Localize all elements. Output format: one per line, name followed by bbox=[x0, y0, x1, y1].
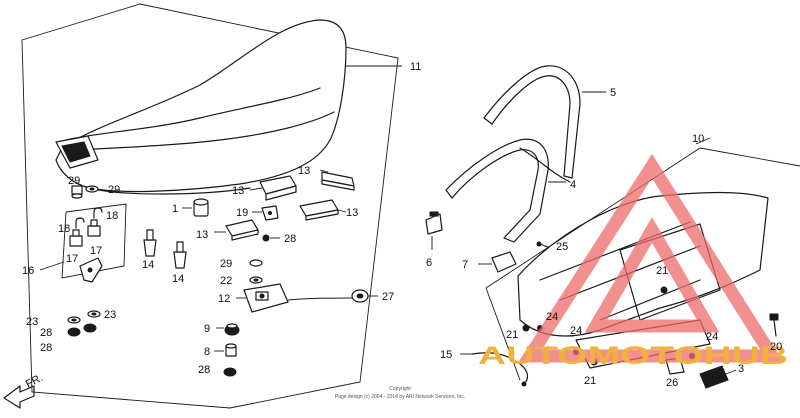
callout-18: 18 bbox=[58, 223, 70, 235]
callout-6: 6 bbox=[426, 257, 432, 269]
callout-28: 28 bbox=[284, 233, 296, 245]
bolt-21-a bbox=[660, 286, 668, 294]
wire-15 bbox=[471, 352, 529, 387]
callout-24: 24 bbox=[546, 311, 558, 323]
cushion-7 bbox=[491, 251, 517, 273]
collar-8 bbox=[225, 343, 237, 357]
bolt-28-mid bbox=[262, 234, 270, 242]
cushion-14-left bbox=[143, 229, 157, 257]
callout-23: 23 bbox=[104, 309, 116, 321]
callout-17: 17 bbox=[90, 245, 102, 257]
callout-27: 27 bbox=[382, 291, 394, 303]
callout-25: 25 bbox=[556, 241, 568, 253]
callout-12: 12 bbox=[218, 293, 230, 305]
callout-14: 14 bbox=[172, 273, 184, 285]
washer-29-mid bbox=[249, 259, 263, 267]
callout-23: 23 bbox=[26, 316, 38, 328]
seat-assembly bbox=[55, 19, 347, 195]
callout-21: 21 bbox=[656, 265, 668, 277]
hook-18-left bbox=[75, 217, 85, 229]
washer-29-right bbox=[85, 185, 99, 193]
hook-18-right bbox=[93, 207, 103, 219]
callout-8: 8 bbox=[204, 346, 210, 358]
callout-20: 20 bbox=[770, 341, 782, 353]
clip-19 bbox=[261, 205, 279, 221]
bolt-17-left bbox=[69, 229, 83, 247]
cushion-13-b bbox=[321, 171, 355, 191]
watermark-logo bbox=[518, 153, 784, 363]
callout-26: 26 bbox=[666, 377, 678, 389]
rubber-9 bbox=[224, 323, 240, 336]
bracket-6 bbox=[425, 211, 443, 235]
callout-15: 15 bbox=[440, 349, 452, 361]
bolt-17-right bbox=[87, 219, 101, 237]
callout-28: 28 bbox=[198, 364, 210, 376]
nut-28-left-b bbox=[83, 323, 97, 333]
front-direction-arrow bbox=[3, 385, 35, 409]
grab-rail-5 bbox=[483, 65, 581, 179]
seat-lock-12 bbox=[243, 283, 289, 313]
callout-18: 18 bbox=[106, 210, 118, 222]
callout-24: 24 bbox=[570, 325, 582, 337]
callout-28: 28 bbox=[40, 342, 52, 354]
nut-28-left-a bbox=[67, 327, 81, 337]
callout-13: 13 bbox=[232, 185, 244, 197]
copyright-line-2: Page design (c) 2004 - 2014 by ARI Netwo… bbox=[335, 394, 465, 400]
watermark-text: AUTOMOTOHUB bbox=[478, 342, 788, 370]
cushion-13-c bbox=[299, 199, 339, 221]
callout-5: 5 bbox=[610, 87, 616, 99]
callout-29: 29 bbox=[68, 175, 80, 187]
callout-19: 19 bbox=[236, 207, 248, 219]
callout-21: 21 bbox=[584, 375, 596, 387]
grab-rail-4 bbox=[445, 138, 571, 243]
callout-28: 28 bbox=[40, 327, 52, 339]
washer-23-right bbox=[87, 310, 101, 318]
damper-1 bbox=[193, 198, 209, 217]
callout-13: 13 bbox=[298, 165, 310, 177]
cushion-13-a bbox=[259, 175, 297, 201]
bolt-20 bbox=[769, 313, 779, 337]
front-direction-label: FR. bbox=[24, 372, 45, 391]
callout-10: 10 bbox=[692, 133, 704, 145]
bolt-21-b bbox=[522, 324, 530, 332]
callout-17: 17 bbox=[66, 253, 78, 265]
callout-16: 16 bbox=[22, 265, 34, 277]
nut-28-bottom bbox=[223, 367, 237, 377]
nut-29-left bbox=[71, 185, 83, 199]
callout-29: 29 bbox=[220, 258, 232, 270]
callout-4: 4 bbox=[570, 179, 576, 191]
callout-14: 14 bbox=[142, 259, 154, 271]
callout-3: 3 bbox=[738, 363, 744, 375]
seat-catch-16 bbox=[79, 257, 103, 283]
callout-21: 21 bbox=[506, 329, 518, 341]
callout-9: 9 bbox=[204, 323, 210, 335]
callout-13: 13 bbox=[196, 229, 208, 241]
callout-13: 13 bbox=[346, 207, 358, 219]
callout-7: 7 bbox=[462, 259, 468, 271]
copyright-line-1: Copyright bbox=[389, 386, 411, 392]
reflector-3 bbox=[699, 365, 729, 389]
callout-24: 24 bbox=[706, 331, 718, 343]
cushion-13-d bbox=[225, 219, 259, 241]
rear-cowl-10 bbox=[517, 191, 769, 337]
seat-group-boundary bbox=[21, 3, 399, 409]
callout-labels: 11 29 29 18 18 17 17 16 23 23 28 28 14 1… bbox=[22, 61, 782, 389]
callout-29: 29 bbox=[108, 184, 120, 196]
grommet-27 bbox=[351, 289, 369, 303]
cushion-14-right bbox=[173, 241, 187, 269]
callout-11: 11 bbox=[410, 61, 421, 73]
callout-22: 22 bbox=[220, 275, 232, 287]
washer-23-left bbox=[67, 316, 81, 324]
collar-22 bbox=[249, 276, 263, 284]
callout-1: 1 bbox=[172, 203, 178, 215]
